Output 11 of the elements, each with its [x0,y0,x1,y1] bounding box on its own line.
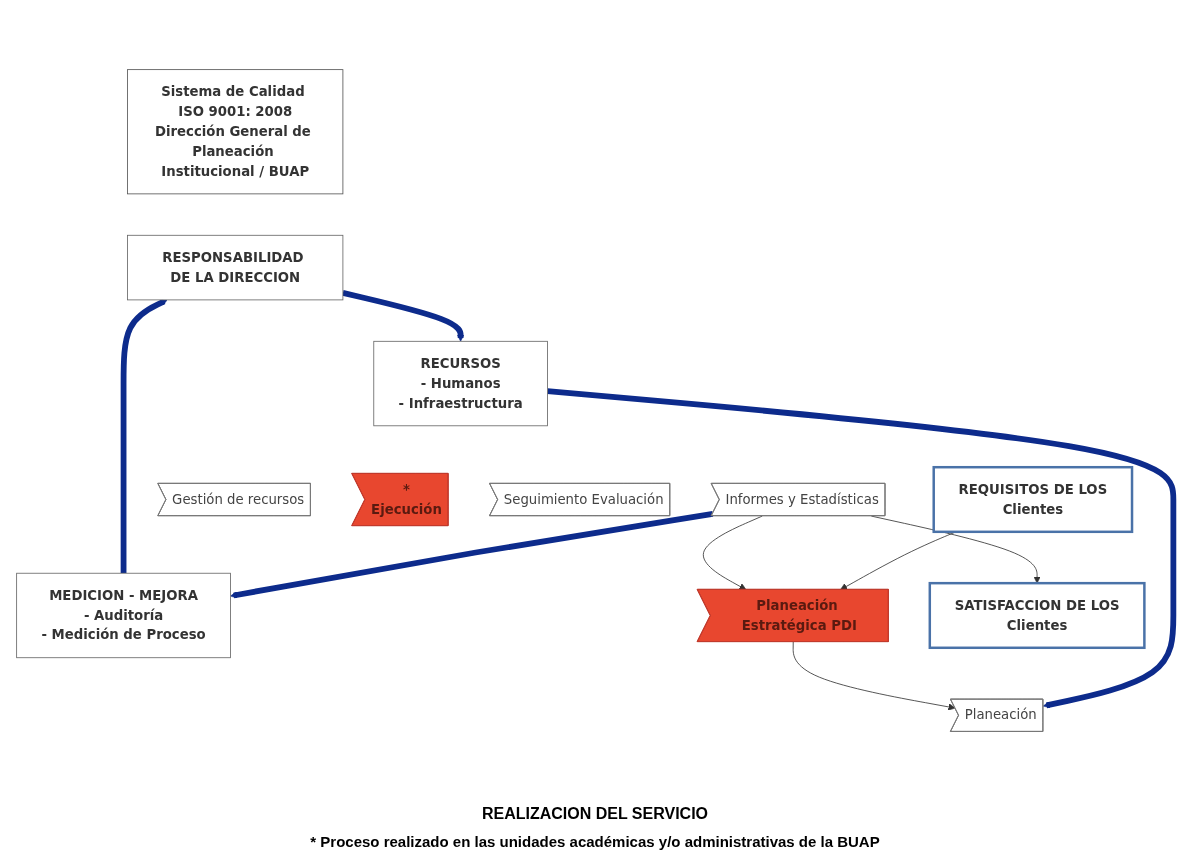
section-label: REALIZACION DEL SERVICIO [481,805,709,823]
footnote: * Proceso realizado en las unidades académicas y/o administrativas de la BUAP [310,833,880,850]
node-box: SATISFACCION DE LOS Clientes [928,581,1146,649]
node-box: Sistema de Calidad ISO 9001: 2008 Dirección General de Planeación Institucional / BUAP [127,69,344,195]
arrow [342,290,465,342]
node-box: RECURSOS - Humanos - Infraestructura [373,340,548,427]
arrow [120,298,168,574]
node-box: RESPONSABILIDAD DE LA DIRECCION [127,234,344,301]
node-box: MEDICION - MEJORA - Auditoría - Medición de Proceso [16,572,231,659]
arrow [230,510,714,599]
node-box: REQUISITOS DE LOS Clientes [932,465,1134,534]
